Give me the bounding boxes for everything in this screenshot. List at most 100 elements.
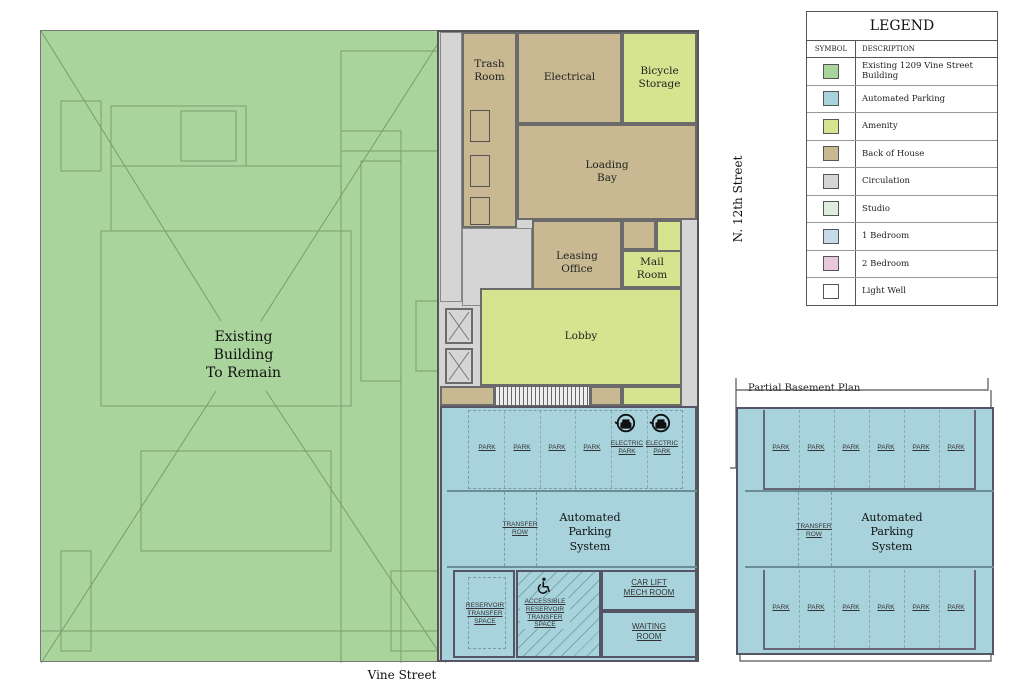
legend-item: Back of House [807, 140, 997, 168]
waiting-room [601, 611, 697, 658]
wheelchair-icon [537, 577, 550, 594]
parking-stall: PARK [877, 444, 895, 451]
circulation-corridor [440, 32, 462, 302]
reservoir-space [453, 570, 515, 658]
legend-swatch [823, 283, 839, 299]
legend-item-label: Automated Parking [862, 93, 946, 104]
basement-transfer-row-label: TRANSFER ROW [796, 523, 832, 538]
parking-stall: PARK [842, 604, 860, 611]
legend-item: Existing 1209 Vine Street Building [807, 58, 997, 86]
ev-charger-icon [649, 413, 671, 433]
basement-transfer-band [745, 490, 994, 568]
amenity-corner [656, 220, 682, 252]
legend-item: Automated Parking [807, 85, 997, 113]
legend-col-symbol: SYMBOL [807, 41, 856, 57]
dumpster [470, 110, 490, 142]
storage-strip-2 [590, 386, 622, 406]
transfer-row-band [447, 490, 697, 568]
legend: LEGEND SYMBOL DESCRIPTION Existing 1209 … [806, 11, 998, 306]
room-bicycle-storage: Bicycle Storage [622, 32, 697, 124]
legend-item-label: Circulation [862, 176, 911, 187]
dumpster [470, 197, 490, 225]
room-trash-label: Trash Room [474, 58, 505, 84]
parking-stall: PARK [912, 444, 930, 451]
room-electrical-label: Electrical [543, 71, 596, 84]
basement-parking [736, 407, 994, 655]
parking-stall: PARK [772, 604, 790, 611]
legend-item-label: Studio [862, 203, 890, 214]
car-lift-label: CAR LIFT MECH ROOM [623, 578, 675, 597]
storage-strip [440, 386, 495, 406]
legend-item-label: Light Well [862, 286, 906, 297]
room-lobby: Lobby [480, 288, 682, 386]
legend-col-description: DESCRIPTION [862, 45, 915, 53]
legend-item: Studio [807, 195, 997, 223]
legend-header: SYMBOL DESCRIPTION [807, 41, 997, 58]
existing-building-label: Existing Building To Remain [205, 329, 282, 382]
transfer-row-label: TRANSFER ROW [502, 521, 538, 536]
parking-stall: PARK [947, 444, 965, 451]
legend-swatch [823, 201, 839, 217]
legend-item: Light Well [807, 278, 997, 305]
parking-stall: PARK [947, 604, 965, 611]
existing-building: Existing Building To Remain [40, 30, 446, 663]
legend-item-label: Back of House [862, 148, 925, 159]
parking-system-label: Automated Parking System [559, 511, 621, 553]
legend-swatch [823, 173, 839, 189]
legend-item-label: Amenity [862, 121, 898, 132]
legend-swatch [823, 118, 839, 134]
parking-stall: PARK [583, 444, 601, 451]
street-label-vine: Vine Street [367, 668, 437, 682]
street-label-n12th: N. 12th Street [731, 155, 745, 243]
electric-parking-stall: ELECTRIC PARK [645, 440, 679, 455]
legend-item-label: 2 Bedroom [862, 258, 910, 269]
reservoir-label: RESERVOIR TRANSFER SPACE [465, 602, 505, 625]
legend-title: LEGEND [807, 12, 997, 41]
parking-stall: PARK [548, 444, 566, 451]
parking-stall-row [468, 410, 683, 489]
room-lobby-label: Lobby [564, 330, 598, 343]
car-lift-mech-room [601, 570, 697, 611]
basement-top-stalls [763, 410, 976, 490]
parking-stall: PARK [877, 604, 895, 611]
room-leasing-label: Leasing Office [556, 249, 598, 275]
waiting-room-label: WAITING ROOM [632, 622, 666, 641]
legend-item-label: Existing 1209 Vine Street Building [862, 61, 973, 82]
legend-swatch [823, 91, 839, 107]
elevator-1 [445, 308, 473, 344]
legend-item: 1 Bedroom [807, 223, 997, 251]
room-trash: Trash Room [462, 32, 517, 228]
amenity-strip [622, 386, 682, 406]
legend-item: Amenity [807, 113, 997, 141]
parking-stall: PARK [912, 604, 930, 611]
room-loading-label: Loading Bay [585, 158, 629, 184]
legend-item-label: 1 Bedroom [862, 231, 910, 242]
room-electrical: Electrical [517, 32, 622, 124]
parking-stall: PARK [807, 444, 825, 451]
stair [495, 386, 590, 406]
legend-swatch [823, 146, 839, 162]
existing-building-linework [41, 31, 446, 663]
elevator-icon [448, 351, 470, 381]
room-restroom [622, 220, 656, 250]
elevator-2 [445, 348, 473, 384]
legend-item: 2 Bedroom [807, 250, 997, 278]
parking-stall: PARK [807, 604, 825, 611]
reservoir-dashed [468, 577, 506, 649]
parking-stall: PARK [842, 444, 860, 451]
room-bicycle-label: Bicycle Storage [638, 64, 681, 90]
room-mail-label: Mail Room [636, 255, 668, 281]
accessible-reservoir-label: ACCESSIBLE RESERVOIR TRANSFER SPACE [520, 598, 570, 630]
legend-swatch [823, 228, 839, 244]
legend-item: Circulation [807, 168, 997, 196]
ev-charger-icon [614, 413, 636, 433]
parking-stall: PARK [513, 444, 531, 451]
legend-swatch [823, 63, 839, 79]
room-loading-bay: Loading Bay [517, 124, 697, 220]
room-mail: Mail Room [622, 250, 682, 288]
basement-title: Partial Basement Plan [748, 383, 861, 394]
elevator-icon [448, 311, 470, 341]
electric-parking-stall: ELECTRIC PARK [610, 440, 644, 455]
parking-stall: PARK [478, 444, 496, 451]
parking-stall: PARK [772, 444, 790, 451]
